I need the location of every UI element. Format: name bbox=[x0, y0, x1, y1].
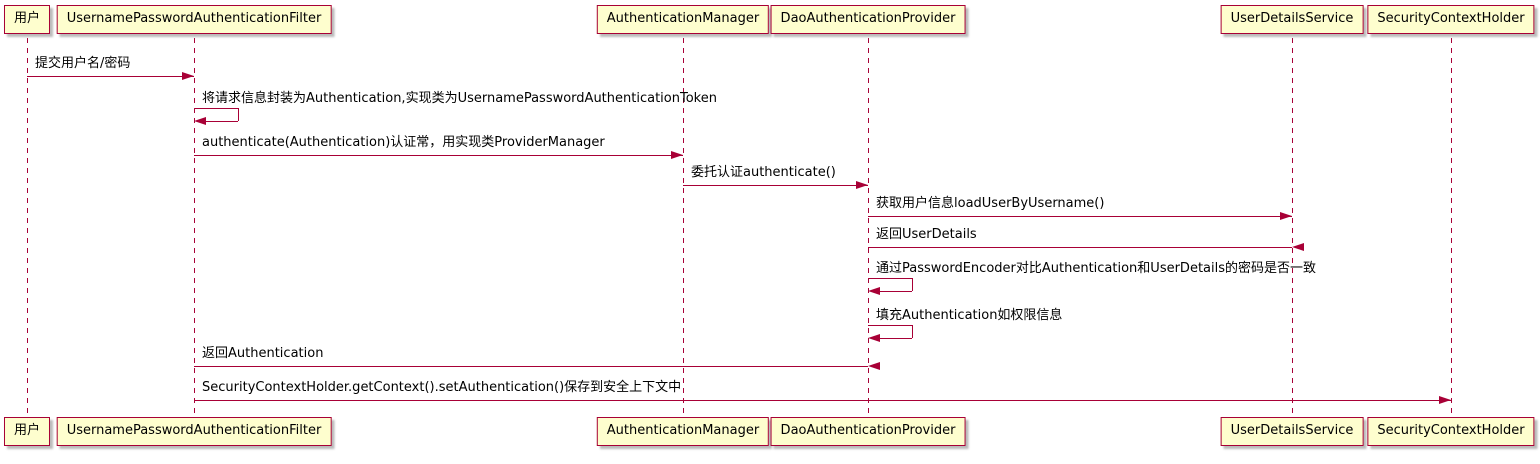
arrowhead bbox=[868, 334, 880, 342]
message-self-line bbox=[868, 278, 912, 279]
participant-user-details-service-top: UserDetailsService bbox=[1220, 5, 1364, 34]
message-line bbox=[194, 400, 1451, 401]
message-label: authenticate(Authentication)认证常，用实现类Prov… bbox=[202, 135, 605, 150]
participant-user-details-service-bottom: UserDetailsService bbox=[1220, 417, 1364, 446]
participant-user-top: 用户 bbox=[3, 5, 51, 34]
lifeline-user-details-service bbox=[1291, 38, 1293, 418]
message-label: SecurityContextHolder.getContext().setAu… bbox=[202, 380, 682, 395]
message-self-line bbox=[876, 291, 912, 292]
participant-filter-bottom: UsernamePasswordAuthenticationFilter bbox=[56, 417, 332, 446]
arrowhead bbox=[856, 181, 868, 189]
participant-security-context-holder-top: SecurityContextHolder bbox=[1367, 5, 1535, 34]
lifeline-user bbox=[26, 38, 28, 418]
message-label: 委托认证authenticate() bbox=[691, 165, 836, 180]
message-label: 返回Authentication bbox=[202, 346, 324, 361]
message-line bbox=[194, 366, 868, 367]
message-line bbox=[868, 216, 1292, 217]
arrowhead bbox=[671, 151, 683, 159]
lifeline-dao-provider bbox=[867, 38, 869, 418]
message-label: 填充Authentication如权限信息 bbox=[876, 308, 1063, 323]
lifeline-security-context-holder bbox=[1450, 38, 1452, 418]
participant-auth-manager-bottom: AuthenticationManager bbox=[596, 417, 770, 446]
message-label: 将请求信息封装为Authentication,实现类为UsernamePassw… bbox=[202, 91, 717, 106]
message-self-line bbox=[194, 108, 238, 109]
message-self-line bbox=[238, 108, 239, 121]
participant-filter-top: UsernamePasswordAuthenticationFilter bbox=[56, 5, 332, 34]
message-self-line bbox=[876, 338, 912, 339]
message-self-line bbox=[202, 121, 238, 122]
arrowhead bbox=[1280, 212, 1292, 220]
participant-auth-manager-top: AuthenticationManager bbox=[596, 5, 770, 34]
message-label: 提交用户名/密码 bbox=[35, 56, 131, 71]
message-line bbox=[27, 76, 194, 77]
lifeline-filter bbox=[193, 38, 195, 418]
message-label: 获取用户信息loadUserByUsername() bbox=[876, 196, 1105, 211]
message-line bbox=[194, 155, 683, 156]
arrowhead bbox=[1292, 243, 1304, 251]
message-self-line bbox=[912, 325, 913, 338]
participant-security-context-holder-bottom: SecurityContextHolder bbox=[1367, 417, 1535, 446]
arrowhead bbox=[194, 117, 206, 125]
participant-dao-provider-top: DaoAuthenticationProvider bbox=[770, 5, 966, 34]
arrowhead bbox=[182, 72, 194, 80]
arrowhead bbox=[868, 287, 880, 295]
message-self-line bbox=[912, 278, 913, 291]
arrowhead bbox=[1439, 396, 1451, 404]
participant-user-bottom: 用户 bbox=[3, 417, 51, 446]
lifeline-auth-manager bbox=[682, 38, 684, 418]
message-label: 通过PasswordEncoder对比Authentication和UserDe… bbox=[876, 261, 1317, 276]
arrowhead bbox=[868, 362, 880, 370]
message-line bbox=[868, 247, 1292, 248]
message-self-line bbox=[868, 325, 912, 326]
participant-dao-provider-bottom: DaoAuthenticationProvider bbox=[770, 417, 966, 446]
message-line bbox=[683, 185, 868, 186]
message-label: 返回UserDetails bbox=[876, 227, 977, 242]
